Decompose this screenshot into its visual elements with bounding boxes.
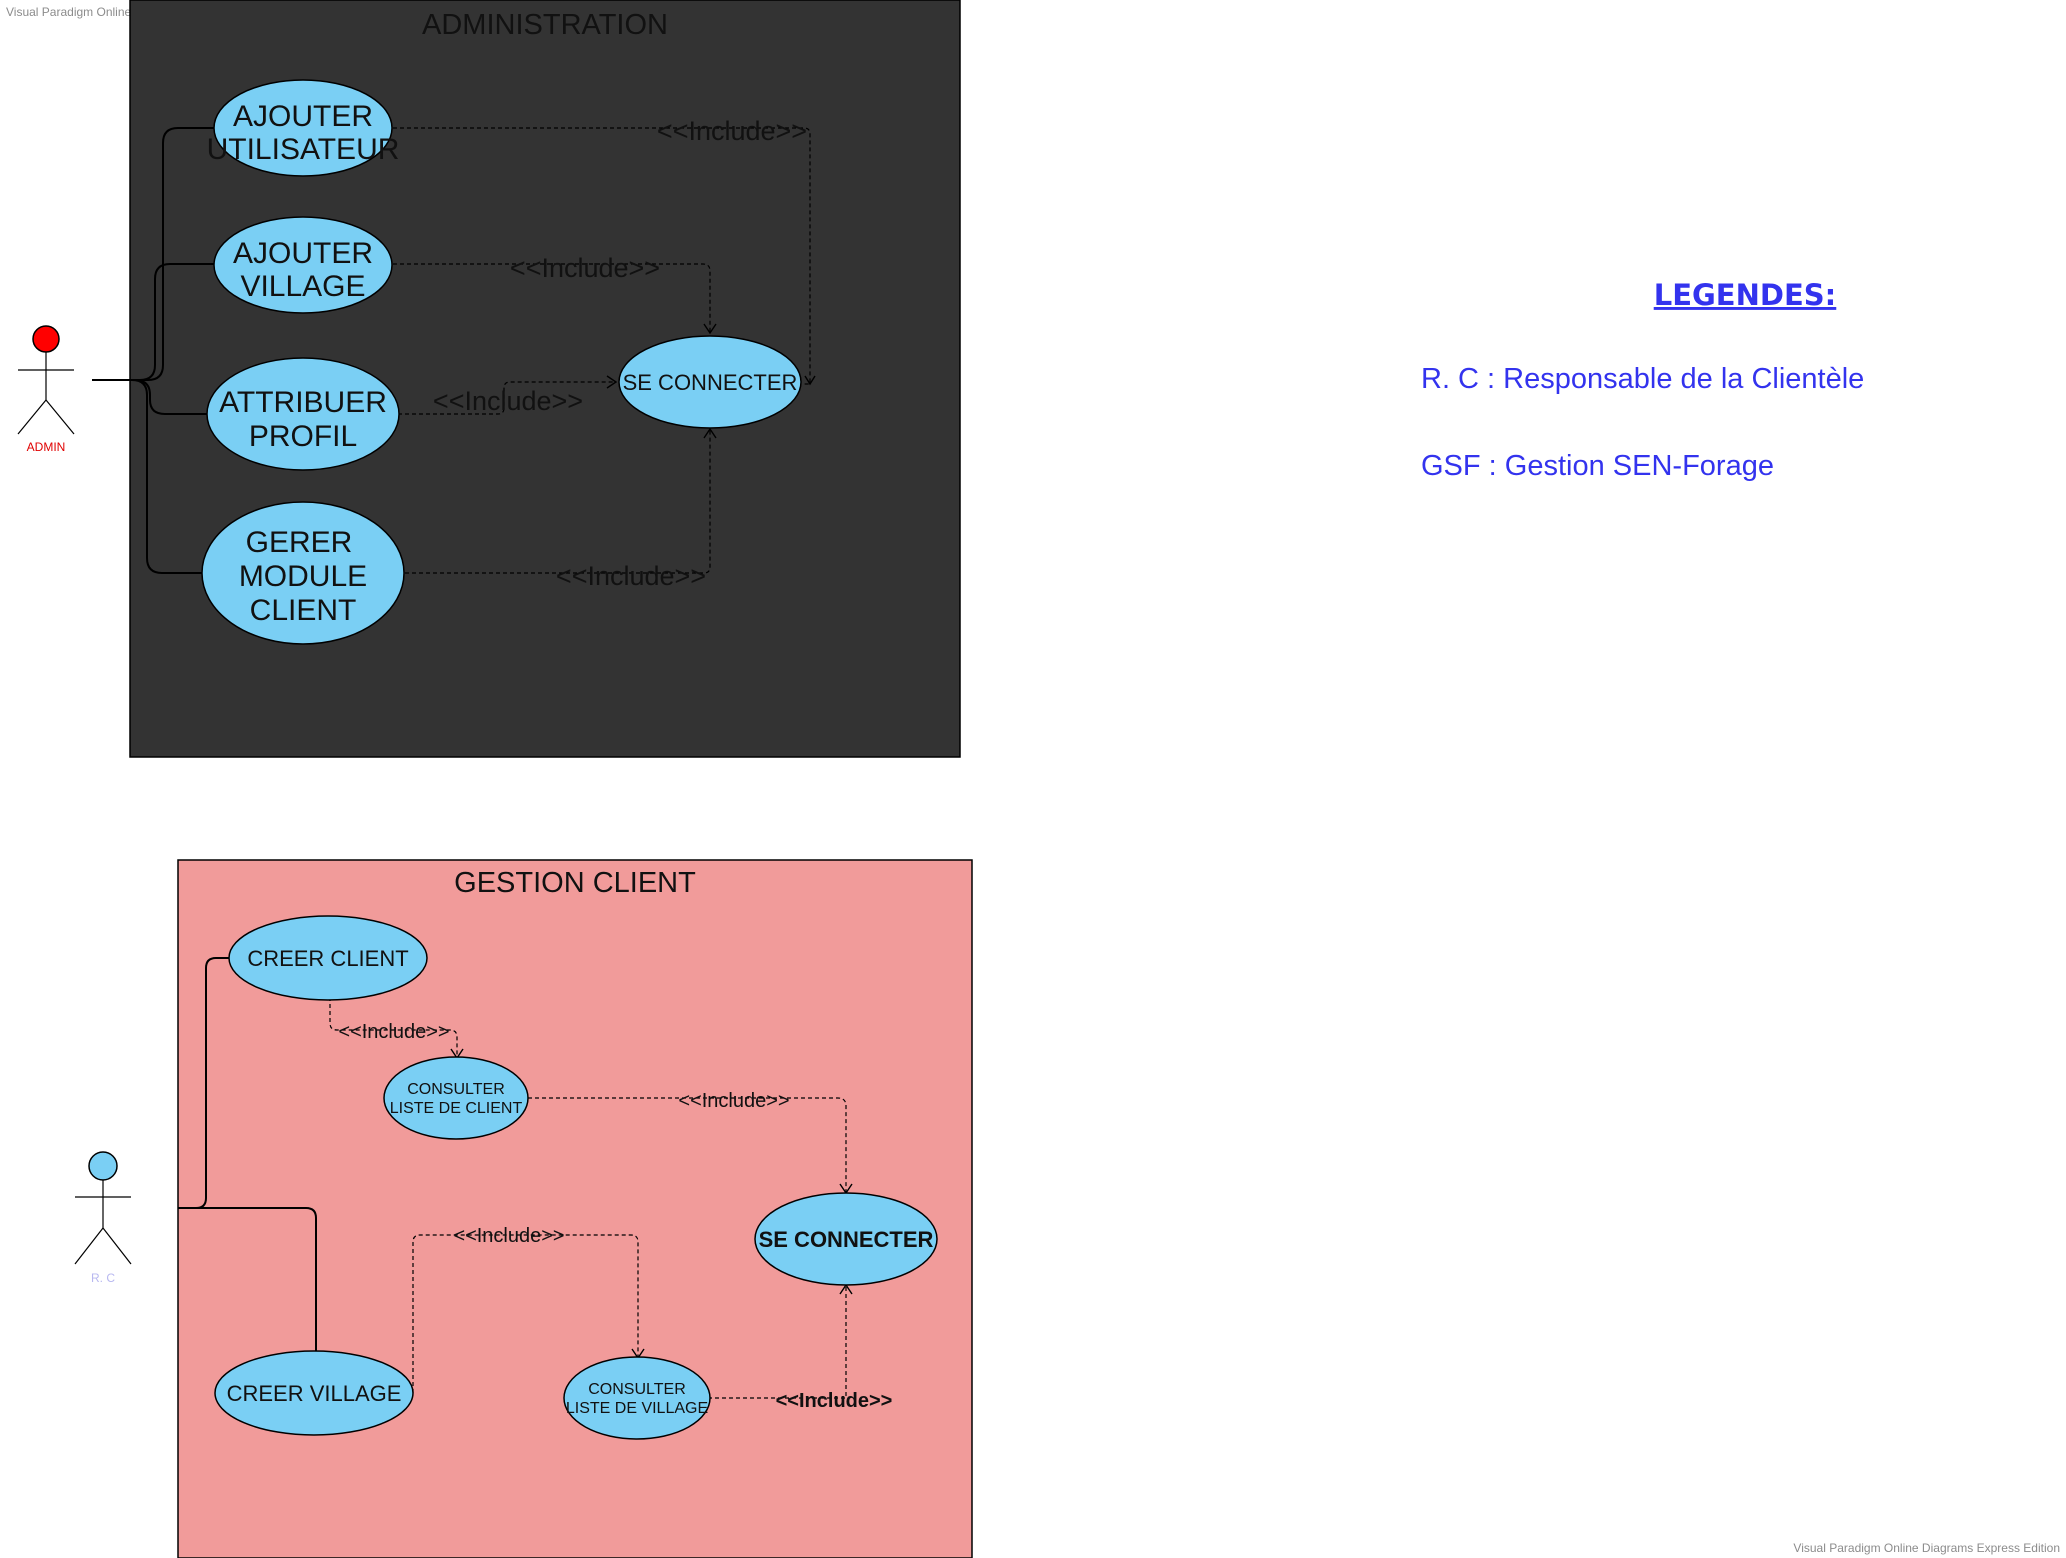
rc-actor[interactable]: R. C [74,1151,132,1285]
svg-text:GERER: GERER [246,526,353,559]
legend-entry-rc: R. C : Responsable de la Clientèle [1421,363,1864,395]
administration-title: ADMINISTRATION [422,9,668,41]
client-associations [178,957,317,1352]
gestion-client-title: GESTION CLIENT [454,867,696,899]
svg-text:CONSULTER: CONSULTER [407,1081,505,1098]
use-case-ajouter-utilisateur[interactable]: AJOUTER UTILISATEUR [207,79,400,177]
legend-entry-gsf: GSF : Gestion SEN-Forage [1421,450,1774,482]
svg-text:UTILISATEUR: UTILISATEUR [207,133,400,166]
svg-text:CLIENT: CLIENT [250,594,357,627]
admin-actor-head [32,325,60,353]
include-label-liste-client: <<Include>> [678,1090,789,1112]
admin-associations [92,127,214,574]
svg-text:CONSULTER: CONSULTER [588,1381,686,1398]
svg-text:AJOUTER: AJOUTER [233,100,373,133]
admin-actor[interactable]: ADMIN [17,325,75,454]
rc-actor-head [88,1151,118,1181]
include-label-liste-village: <<Include>> [776,1390,893,1412]
use-case-gerer-module-client[interactable]: GERER MODULE CLIENT [201,501,405,645]
svg-text:SE CONNECTER: SE CONNECTER [623,370,798,395]
use-case-consulter-liste-village[interactable]: CONSULTER LISTE DE VILLAGE [563,1356,711,1440]
svg-text:LISTE DE VILLAGE: LISTE DE VILLAGE [566,1400,708,1417]
use-case-attribuer-profil[interactable]: ATTRIBUER PROFIL [206,357,400,471]
svg-text:PROFIL: PROFIL [249,420,357,453]
include-label-village: <<Include>> [510,253,660,283]
svg-text:AJOUTER: AJOUTER [233,237,373,270]
svg-text:SE CONNECTER: SE CONNECTER [759,1227,934,1252]
use-case-creer-client[interactable]: CREER CLIENT [228,915,428,1001]
svg-text:MODULE: MODULE [239,560,367,593]
use-case-se-connecter-admin[interactable]: SE CONNECTER [618,335,802,429]
legend: LEGENDES: R. C : Responsable de la Clien… [1421,278,1864,482]
rc-actor-label: R. C [91,1271,115,1285]
client-include-dependencies: <<Include>> <<Include>> <<Include>> <<In… [329,997,893,1412]
use-case-se-connecter-client[interactable]: SE CONNECTER [754,1192,938,1286]
legend-title: LEGENDES: [1654,278,1837,312]
include-label-profil: <<Include>> [433,386,583,416]
include-label-creer-village: <<Include>> [453,1225,564,1247]
svg-text:VILLAGE: VILLAGE [240,270,365,303]
svg-text:LISTE DE CLIENT: LISTE DE CLIENT [390,1100,523,1117]
include-label-utilisateur: <<Include>> [657,116,807,146]
svg-text:CREER CLIENT: CREER CLIENT [247,946,408,971]
use-case-consulter-liste-client[interactable]: CONSULTER LISTE DE CLIENT [383,1056,529,1140]
svg-text:CREER VILLAGE: CREER VILLAGE [227,1381,402,1406]
watermark-bottom-right: Visual Paradigm Online Diagrams Express … [1793,1541,2060,1555]
admin-include-dependencies: <<Include>> <<Include>> <<Include>> <<In… [393,116,816,591]
use-case-creer-village[interactable]: CREER VILLAGE [214,1350,414,1436]
use-case-ajouter-village[interactable]: AJOUTER VILLAGE [213,216,393,314]
svg-text:ATTRIBUER: ATTRIBUER [219,386,387,419]
include-label-creer-client: <<Include>> [338,1021,449,1043]
include-label-module-client: <<Include>> [556,561,706,591]
admin-actor-label: ADMIN [27,440,66,454]
